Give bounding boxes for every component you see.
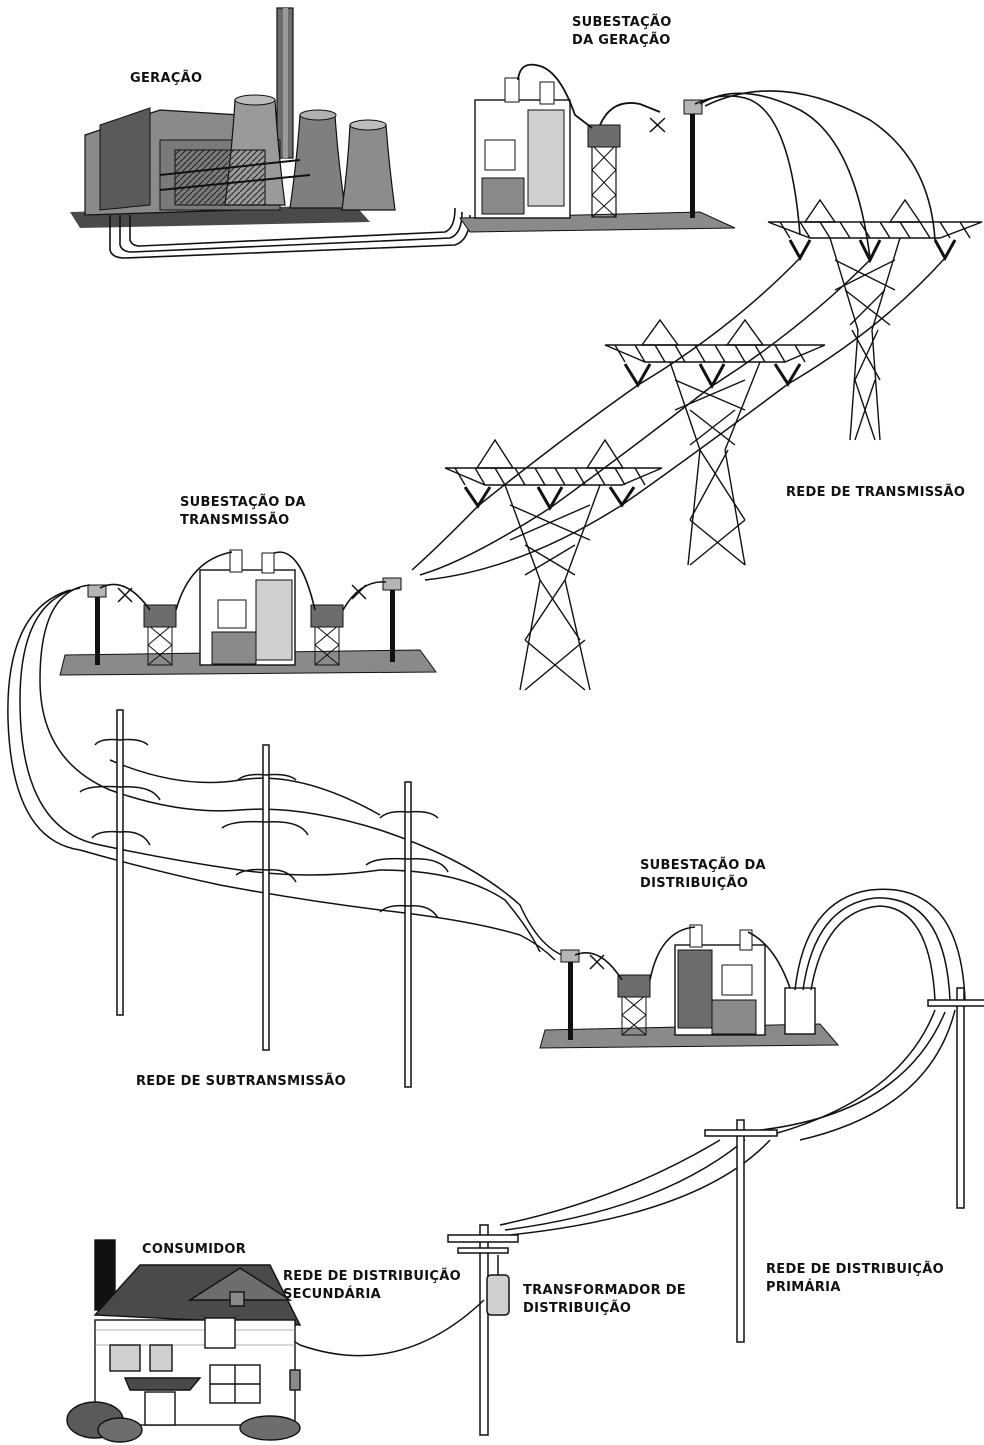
label-consumer: CONSUMIDOR — [142, 1241, 246, 1259]
label-secondary-distribution: REDE DE DISTRIBUIÇÃO SECUNDÁRIA — [283, 1268, 461, 1304]
label-distribution-transformer: TRANSFORMADOR DE DISTRIBUIÇÃO — [523, 1282, 686, 1318]
substation-icon — [460, 65, 735, 232]
substation-icon — [60, 550, 436, 675]
label-distribution-substation: SUBESTAÇÃO DA DISTRIBUIÇÃO — [640, 857, 766, 893]
label-generation-substation: SUBESTAÇÃO DA GERAÇÃO — [572, 14, 672, 50]
secondary-distribution-line — [292, 1300, 484, 1356]
label-primary-distribution: REDE DE DISTRIBUIÇÃO PRIMÁRIA — [766, 1261, 944, 1297]
house-icon — [67, 1240, 300, 1442]
label-subtransmission-network: REDE DE SUBTRANSMISSÃO — [136, 1073, 346, 1091]
power-plant-icon — [70, 8, 395, 228]
transmission-tower-icon — [445, 200, 982, 690]
primary-distribution-lines — [500, 889, 965, 1235]
label-transmission-substation: SUBESTAÇÃO DA TRANSMISSÃO — [180, 494, 306, 530]
pole-transformer-icon — [448, 1225, 518, 1435]
utility-pole-icon — [80, 710, 448, 1087]
label-transmission-network: REDE DE TRANSMISSÃO — [786, 484, 965, 502]
label-generation: GERAÇÃO — [130, 70, 202, 88]
substation-icon — [540, 925, 838, 1048]
transmission-lines-1 — [695, 91, 935, 258]
